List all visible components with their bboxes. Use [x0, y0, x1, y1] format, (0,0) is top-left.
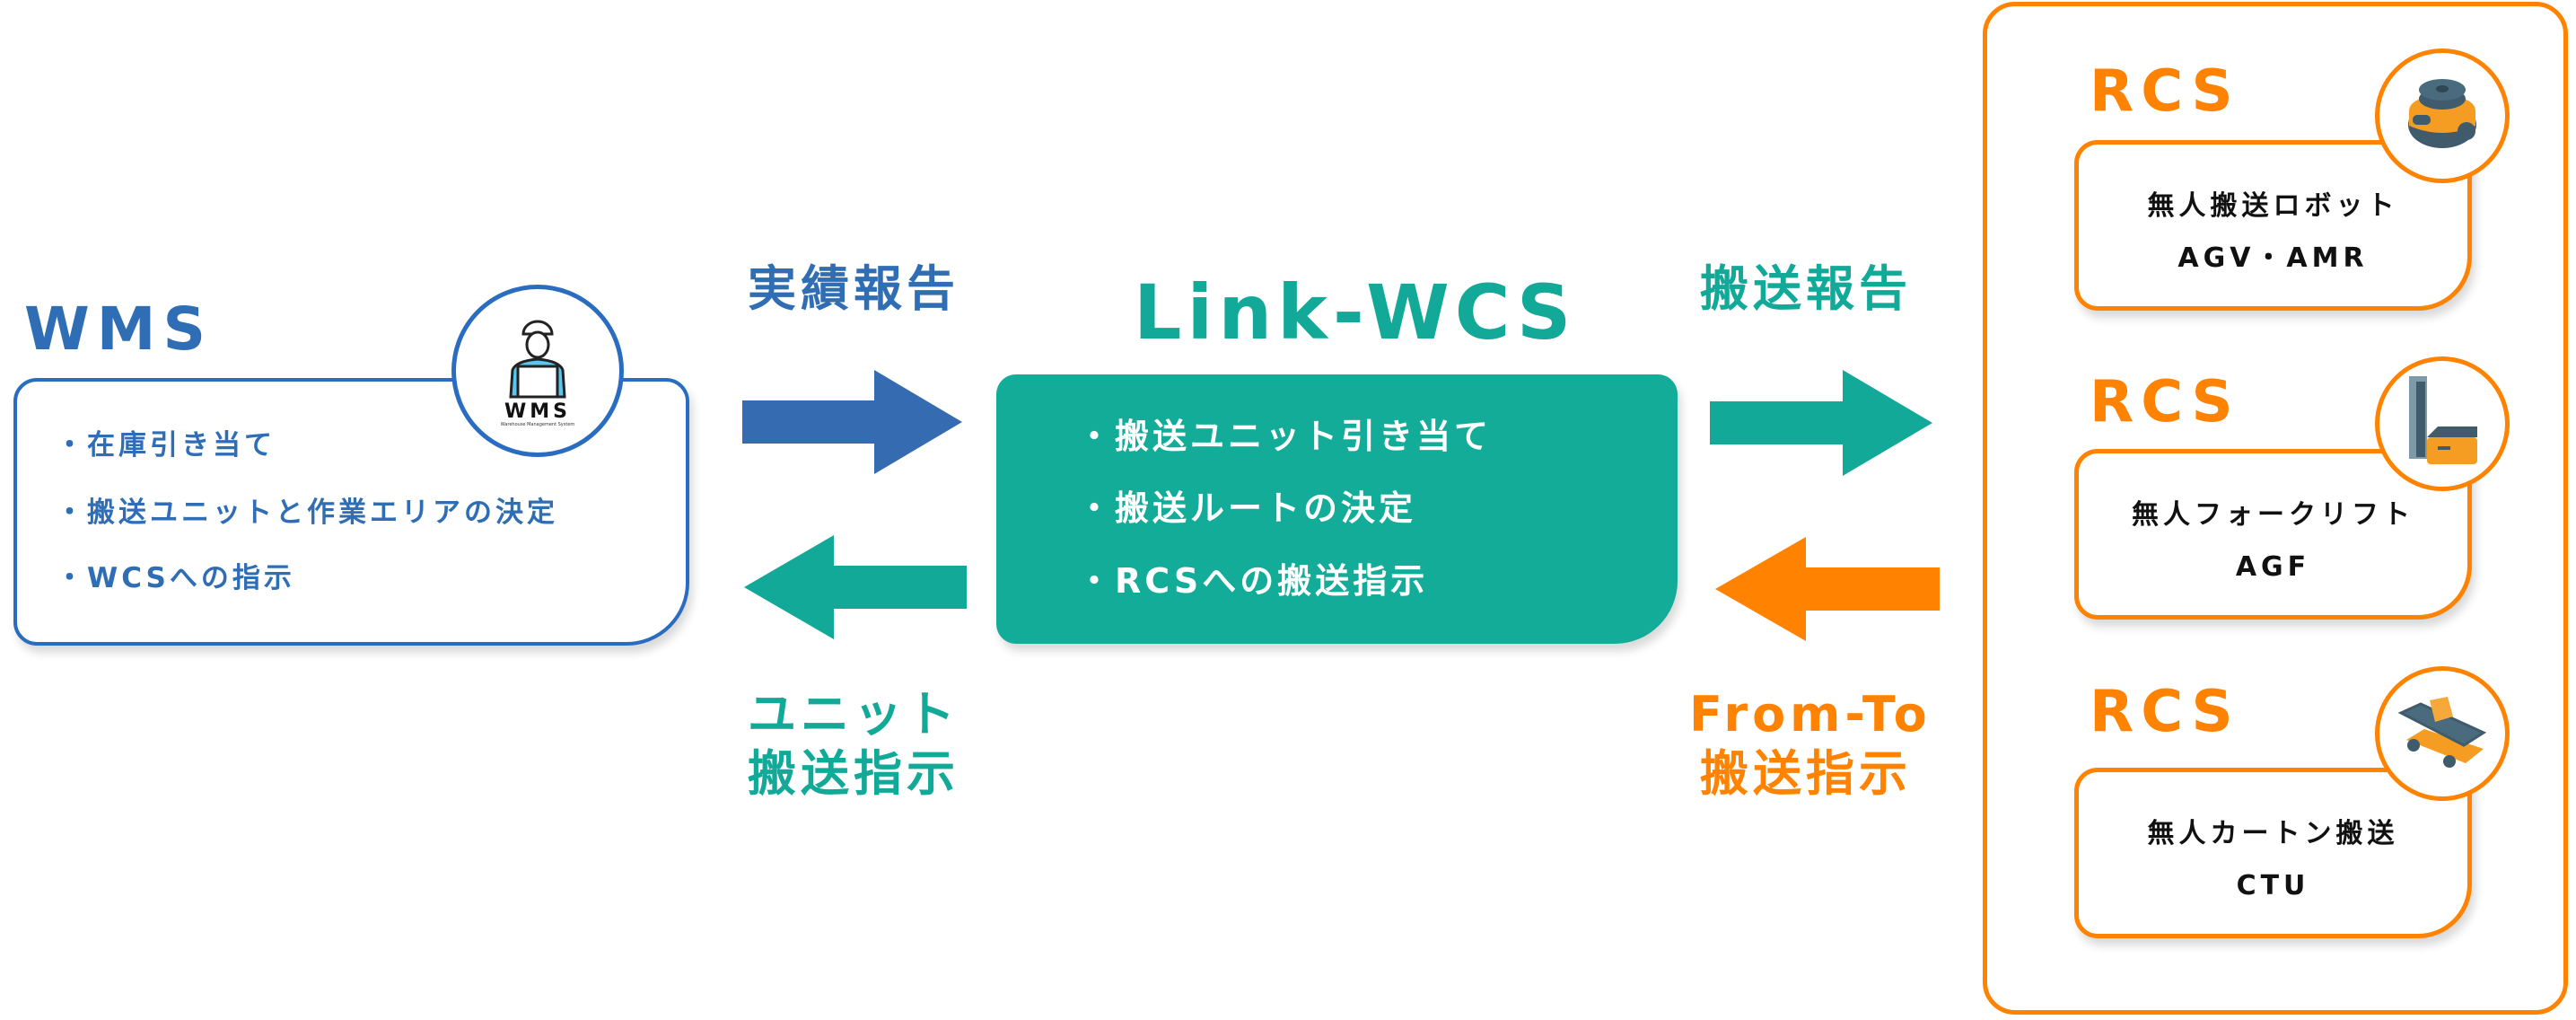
wms-item: ・在庫引き当て	[56, 429, 276, 462]
rcs-card-type: CTU	[2236, 870, 2310, 901]
wcs-title: Link-WCS	[1134, 268, 1577, 356]
wcs-item: ・RCSへの搬送指示	[1077, 561, 1429, 601]
arrow-label-hanso-houkoku: 搬送報告	[1700, 260, 1912, 317]
wms-icon-text: WMS	[504, 400, 571, 423]
forklift-robot-icon	[2409, 376, 2477, 464]
rcs-title: RCS	[2090, 58, 2240, 125]
rcs-card-type: AGV・AMR	[2177, 242, 2369, 274]
conveyor-robot-icon	[2397, 697, 2487, 768]
rcs-title: RCS	[2090, 679, 2240, 745]
amr-robot-icon	[2408, 79, 2476, 148]
wcs-item: ・搬送ルートの決定	[1077, 488, 1417, 528]
arrow-label-from-to-line2: 搬送指示	[1700, 745, 1912, 802]
rcs-card-type: AGF	[2235, 551, 2311, 583]
arrow-label-unit-line1: ユニット	[748, 686, 959, 743]
wms-icon-badge: WMS Warehouse Management System	[451, 285, 624, 457]
worker-laptop-icon	[509, 320, 566, 399]
rcs-card-name: 無人搬送ロボット	[2147, 190, 2399, 222]
wcs-box	[996, 374, 1678, 644]
rcs-group	[1983, 2, 2568, 1015]
rcs-card-name: 無人フォークリフト	[2132, 499, 2414, 531]
wms-icon-subtext: Warehouse Management System	[500, 422, 575, 427]
rcs-card-name: 無人カートン搬送	[2147, 818, 2399, 849]
arrow-right-blue	[742, 370, 962, 474]
rcs-icon-badge	[2375, 48, 2510, 183]
rcs-icon-badge	[2375, 356, 2510, 491]
wms-title: WMS	[24, 295, 214, 364]
arrow-left-teal	[744, 535, 967, 639]
arrow-label-unit-line2: 搬送指示	[748, 745, 959, 802]
wms-item: ・WCSへの指示	[56, 562, 295, 594]
rcs-card-amr: 無人搬送ロボット AGV・AMR	[2074, 140, 2472, 311]
wms-item: ・搬送ユニットと作業エリアの決定	[56, 497, 558, 529]
wcs-item: ・搬送ユニット引き当て	[1077, 417, 1493, 456]
arrow-right-teal	[1710, 370, 1932, 476]
arrow-label-from-to: From-To	[1689, 686, 1932, 743]
rcs-icon-badge	[2375, 666, 2510, 801]
arrow-label-jisseki: 実績報告	[748, 260, 959, 317]
arrow-left-orange	[1715, 537, 1940, 641]
rcs-card-ctu: 無人カートン搬送 CTU	[2074, 768, 2472, 938]
rcs-title: RCS	[2090, 369, 2240, 435]
